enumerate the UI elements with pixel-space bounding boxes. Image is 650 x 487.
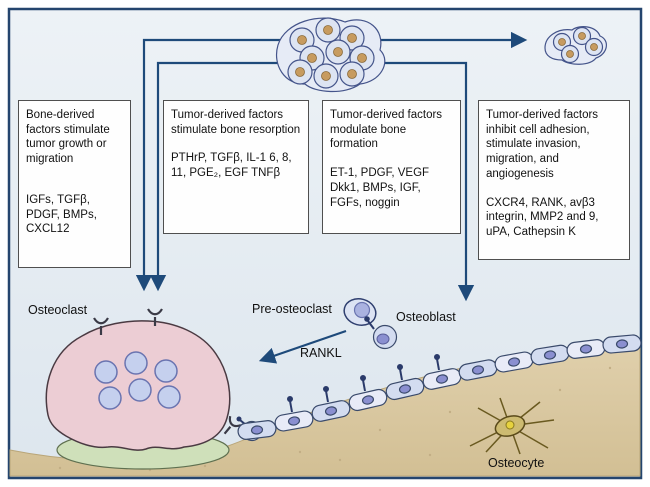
tumor-cell-cluster-small <box>544 26 607 65</box>
factor-box-bone-formation: Tumor-derived factors modulate bone form… <box>322 100 461 234</box>
osteoblast-label: Osteoblast <box>396 310 456 324</box>
osteocyte-label: Osteocyte <box>488 456 545 470</box>
arrow-tumor-to-bone-resorption <box>149 61 282 292</box>
arrow-tumor-to-osteoblast <box>378 61 475 302</box>
osteoblast-row <box>237 334 642 440</box>
pre-osteoclast-label: Pre-osteoclast <box>252 302 332 316</box>
osteocyte-cell <box>469 397 555 455</box>
factor-box-description: Tumor-derived factors inhibit cell adhes… <box>486 109 599 180</box>
osteoclast-nuclei <box>94 351 181 410</box>
factor-box-factors: ET-1, PDGF, VEGF Dkk1, BMPs, IGF, FGFs, … <box>330 167 430 209</box>
factor-box-description: Tumor-derived factors stimulate bone res… <box>171 109 301 136</box>
factor-box-description: Tumor-derived factors modulate bone form… <box>330 109 443 151</box>
tumor-cell-cluster <box>276 17 386 93</box>
arrow-preosteoclast-differentiation <box>258 329 347 364</box>
factor-box-factors: PTHrP, TGFβ, IL-1 6, 8, 11, PGE₂, EGF TN… <box>171 152 292 180</box>
osteoclast-label: Osteoclast <box>28 303 88 317</box>
rank-receptor-icon <box>223 415 242 435</box>
rank-receptor-icon <box>147 308 163 326</box>
factor-box-bone-resorption: Tumor-derived factors stimulate bone res… <box>163 100 309 234</box>
factor-box-description: Bone-derived factors stimulate tumor gro… <box>26 109 110 166</box>
rankl-pin-icons <box>287 354 440 413</box>
factor-box-factors: CXCR4, RANK, avβ3 integrin, MMP2 and 9, … <box>486 196 599 239</box>
factor-box-factors: IGFs, TGFβ, PDGF, BMPs, CXCL12 <box>26 193 97 236</box>
arrow-tumor-to-osteoclast-left <box>135 38 280 292</box>
bone-speckles <box>58 366 612 472</box>
rankl-label: RANKL <box>300 346 342 360</box>
osteoclast-cell <box>45 308 242 451</box>
osteoblast-cell-highlight <box>364 316 398 350</box>
rank-receptor-icon <box>93 317 109 335</box>
factor-box-invasion: Tumor-derived factors inhibit cell adhes… <box>478 100 630 260</box>
factor-box-bone-derived: Bone-derived factors stimulate tumor gro… <box>18 100 131 268</box>
